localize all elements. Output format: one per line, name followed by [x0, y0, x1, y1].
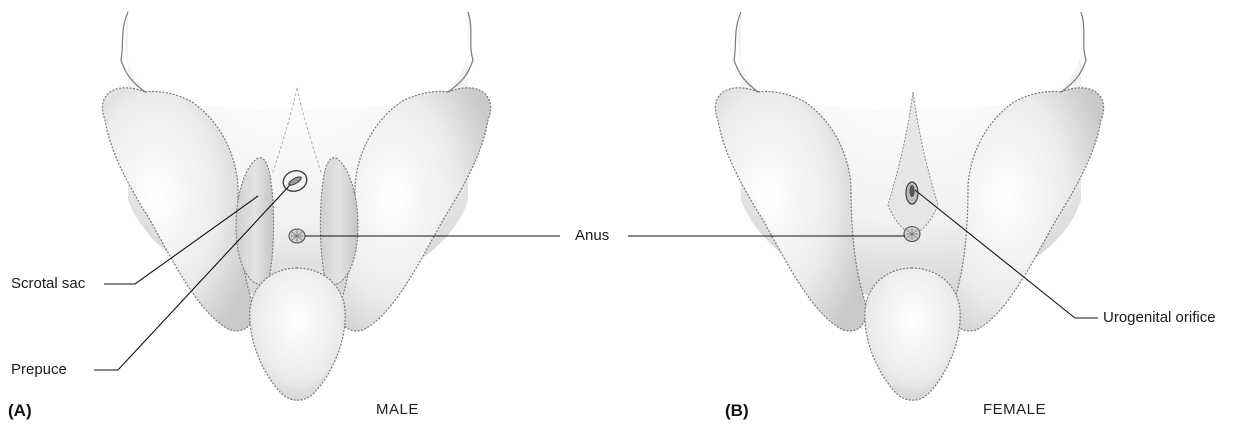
female-tail — [865, 268, 960, 400]
female-anus — [904, 227, 920, 242]
female-urogenital-orifice — [906, 182, 918, 204]
scrotal-sac-label: Scrotal sac — [11, 275, 85, 293]
urogenital-orifice-label: Urogenital orifice — [1103, 309, 1216, 327]
female-rabbit-illustration — [715, 12, 1103, 400]
male-tail — [250, 268, 345, 400]
panel-b-letter: (B) — [725, 401, 749, 421]
anus-label: Anus — [575, 227, 609, 245]
male-rabbit-illustration — [102, 12, 490, 400]
prepuce-label: Prepuce — [11, 361, 67, 379]
panel-b-caption: FEMALE — [983, 401, 1046, 419]
panel-a-letter: (A) — [8, 401, 32, 421]
male-anus — [289, 229, 305, 243]
panel-a-caption: MALE — [376, 401, 419, 419]
